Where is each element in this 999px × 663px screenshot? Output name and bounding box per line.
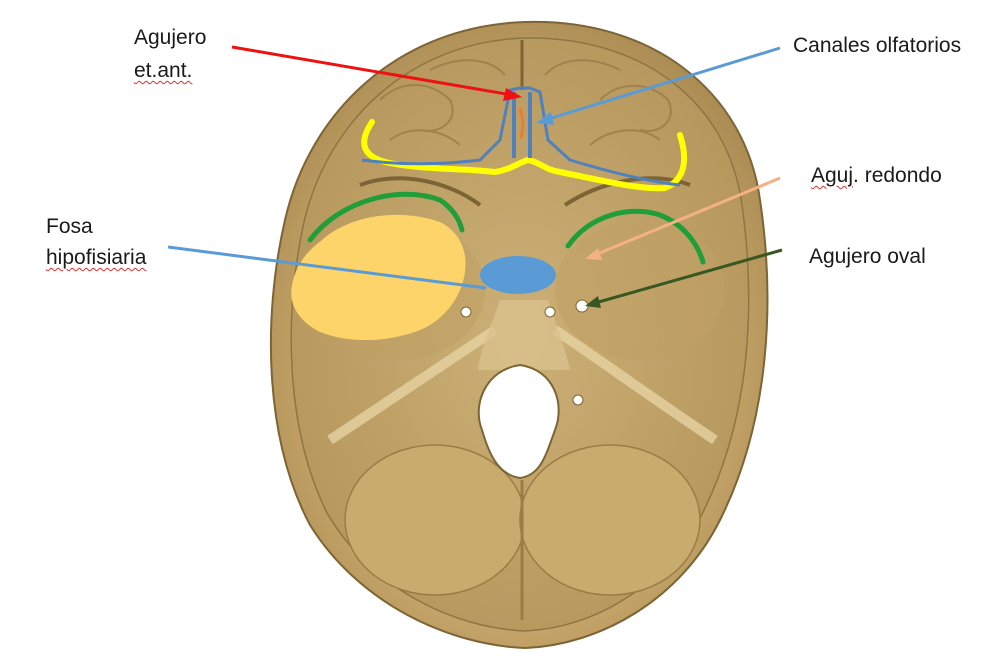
petrous-ridge-left: [327, 325, 498, 445]
orbital-plate-impressions: [379, 59, 672, 146]
label-aguj-redondo: Aguj. redondo: [811, 160, 942, 191]
petrous-ridge-right: [552, 325, 718, 445]
posterior-fossa-right: [519, 444, 701, 596]
label-canales-olfatorios: Canales olfatorios: [793, 34, 962, 57]
olfactory-canal-outline: [361, 86, 681, 187]
green-arc-right: [565, 208, 706, 265]
label-aguj-word: Aguj: [811, 164, 854, 187]
arrow-canales-olfatorios: [544, 46, 781, 122]
arrow-fosa-hipofisiaria: [167, 245, 487, 290]
anterior-ethmoidal-mark: [518, 107, 525, 139]
clivus: [478, 300, 570, 370]
label-fosa-hipofisiaria-line1: Fosa: [46, 215, 93, 238]
label-agujero-et-ant-line1: Agujero: [134, 26, 207, 49]
foramen-dot-lower: [572, 394, 584, 406]
label-fosa-hipofisiaria-line2: hipofisiaria: [46, 246, 147, 269]
foramen-magnum: [477, 363, 560, 480]
arrowhead-canales-olfatorios: [536, 112, 554, 125]
label-agujero-oval: Agujero oval: [809, 245, 926, 268]
hypophyseal-fossa-highlight: [480, 256, 556, 294]
arrowhead-aguj-redondo: [585, 248, 602, 260]
arrow-agujero-oval: [594, 248, 783, 305]
foramen-dot-mid: [544, 306, 556, 318]
label-redondo-rest: . redondo: [853, 164, 942, 187]
arrow-agujero-et-ant: [231, 45, 513, 97]
green-arc-left: [307, 191, 465, 243]
arrowhead-agujero-oval: [585, 296, 601, 308]
arrowhead-agujero-et-ant: [503, 88, 522, 101]
posterior-fossa-left: [344, 444, 526, 596]
lesser-wing-left: [359, 176, 482, 207]
foramen-dot-left: [460, 306, 472, 318]
arrow-aguj-redondo: [594, 176, 781, 257]
label-agujero-et-ant-line2: et.ant.: [134, 59, 193, 82]
orange-highlight: [291, 214, 466, 341]
